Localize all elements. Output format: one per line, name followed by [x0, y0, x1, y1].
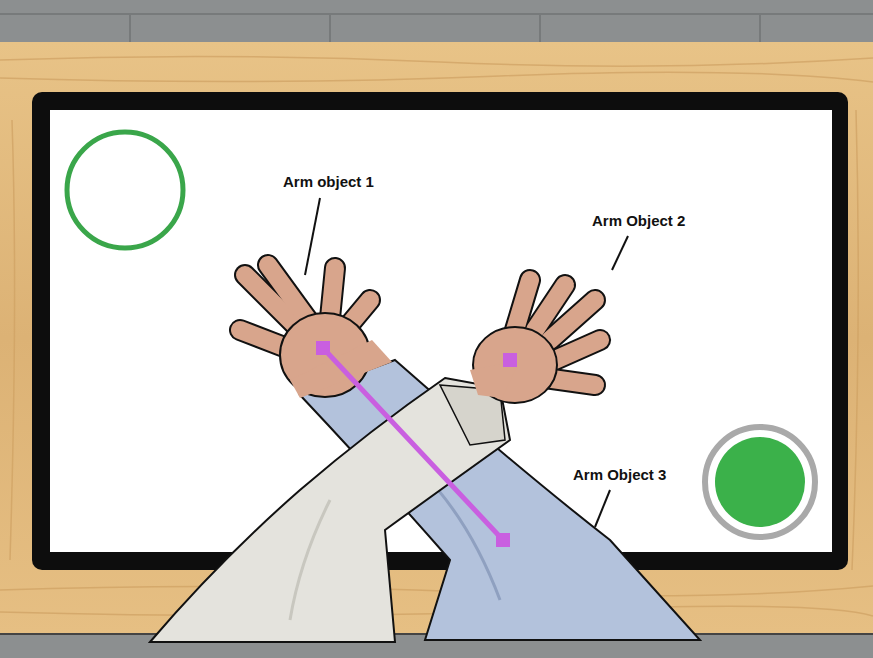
- marker-square: [316, 341, 330, 355]
- callout-label: Arm Object 3: [573, 466, 666, 484]
- target-ring: [67, 132, 183, 248]
- marker-square: [496, 533, 510, 547]
- target-dot: [715, 437, 805, 527]
- stone-floor: [0, 0, 873, 42]
- marker-square: [503, 353, 517, 367]
- link-line: [323, 348, 503, 540]
- leader-line: [612, 236, 628, 270]
- target-ring: [705, 427, 815, 537]
- left-hand: [240, 265, 392, 398]
- sleeve-fold: [290, 500, 330, 620]
- leader-line: [305, 198, 320, 275]
- leader-line: [595, 490, 610, 527]
- stone-joints: [0, 14, 873, 42]
- callout-label: Arm Object 2: [592, 212, 685, 230]
- callout-label: Arm object 1: [283, 173, 374, 191]
- white-sleeve: [150, 378, 510, 642]
- right-hand: [470, 280, 600, 403]
